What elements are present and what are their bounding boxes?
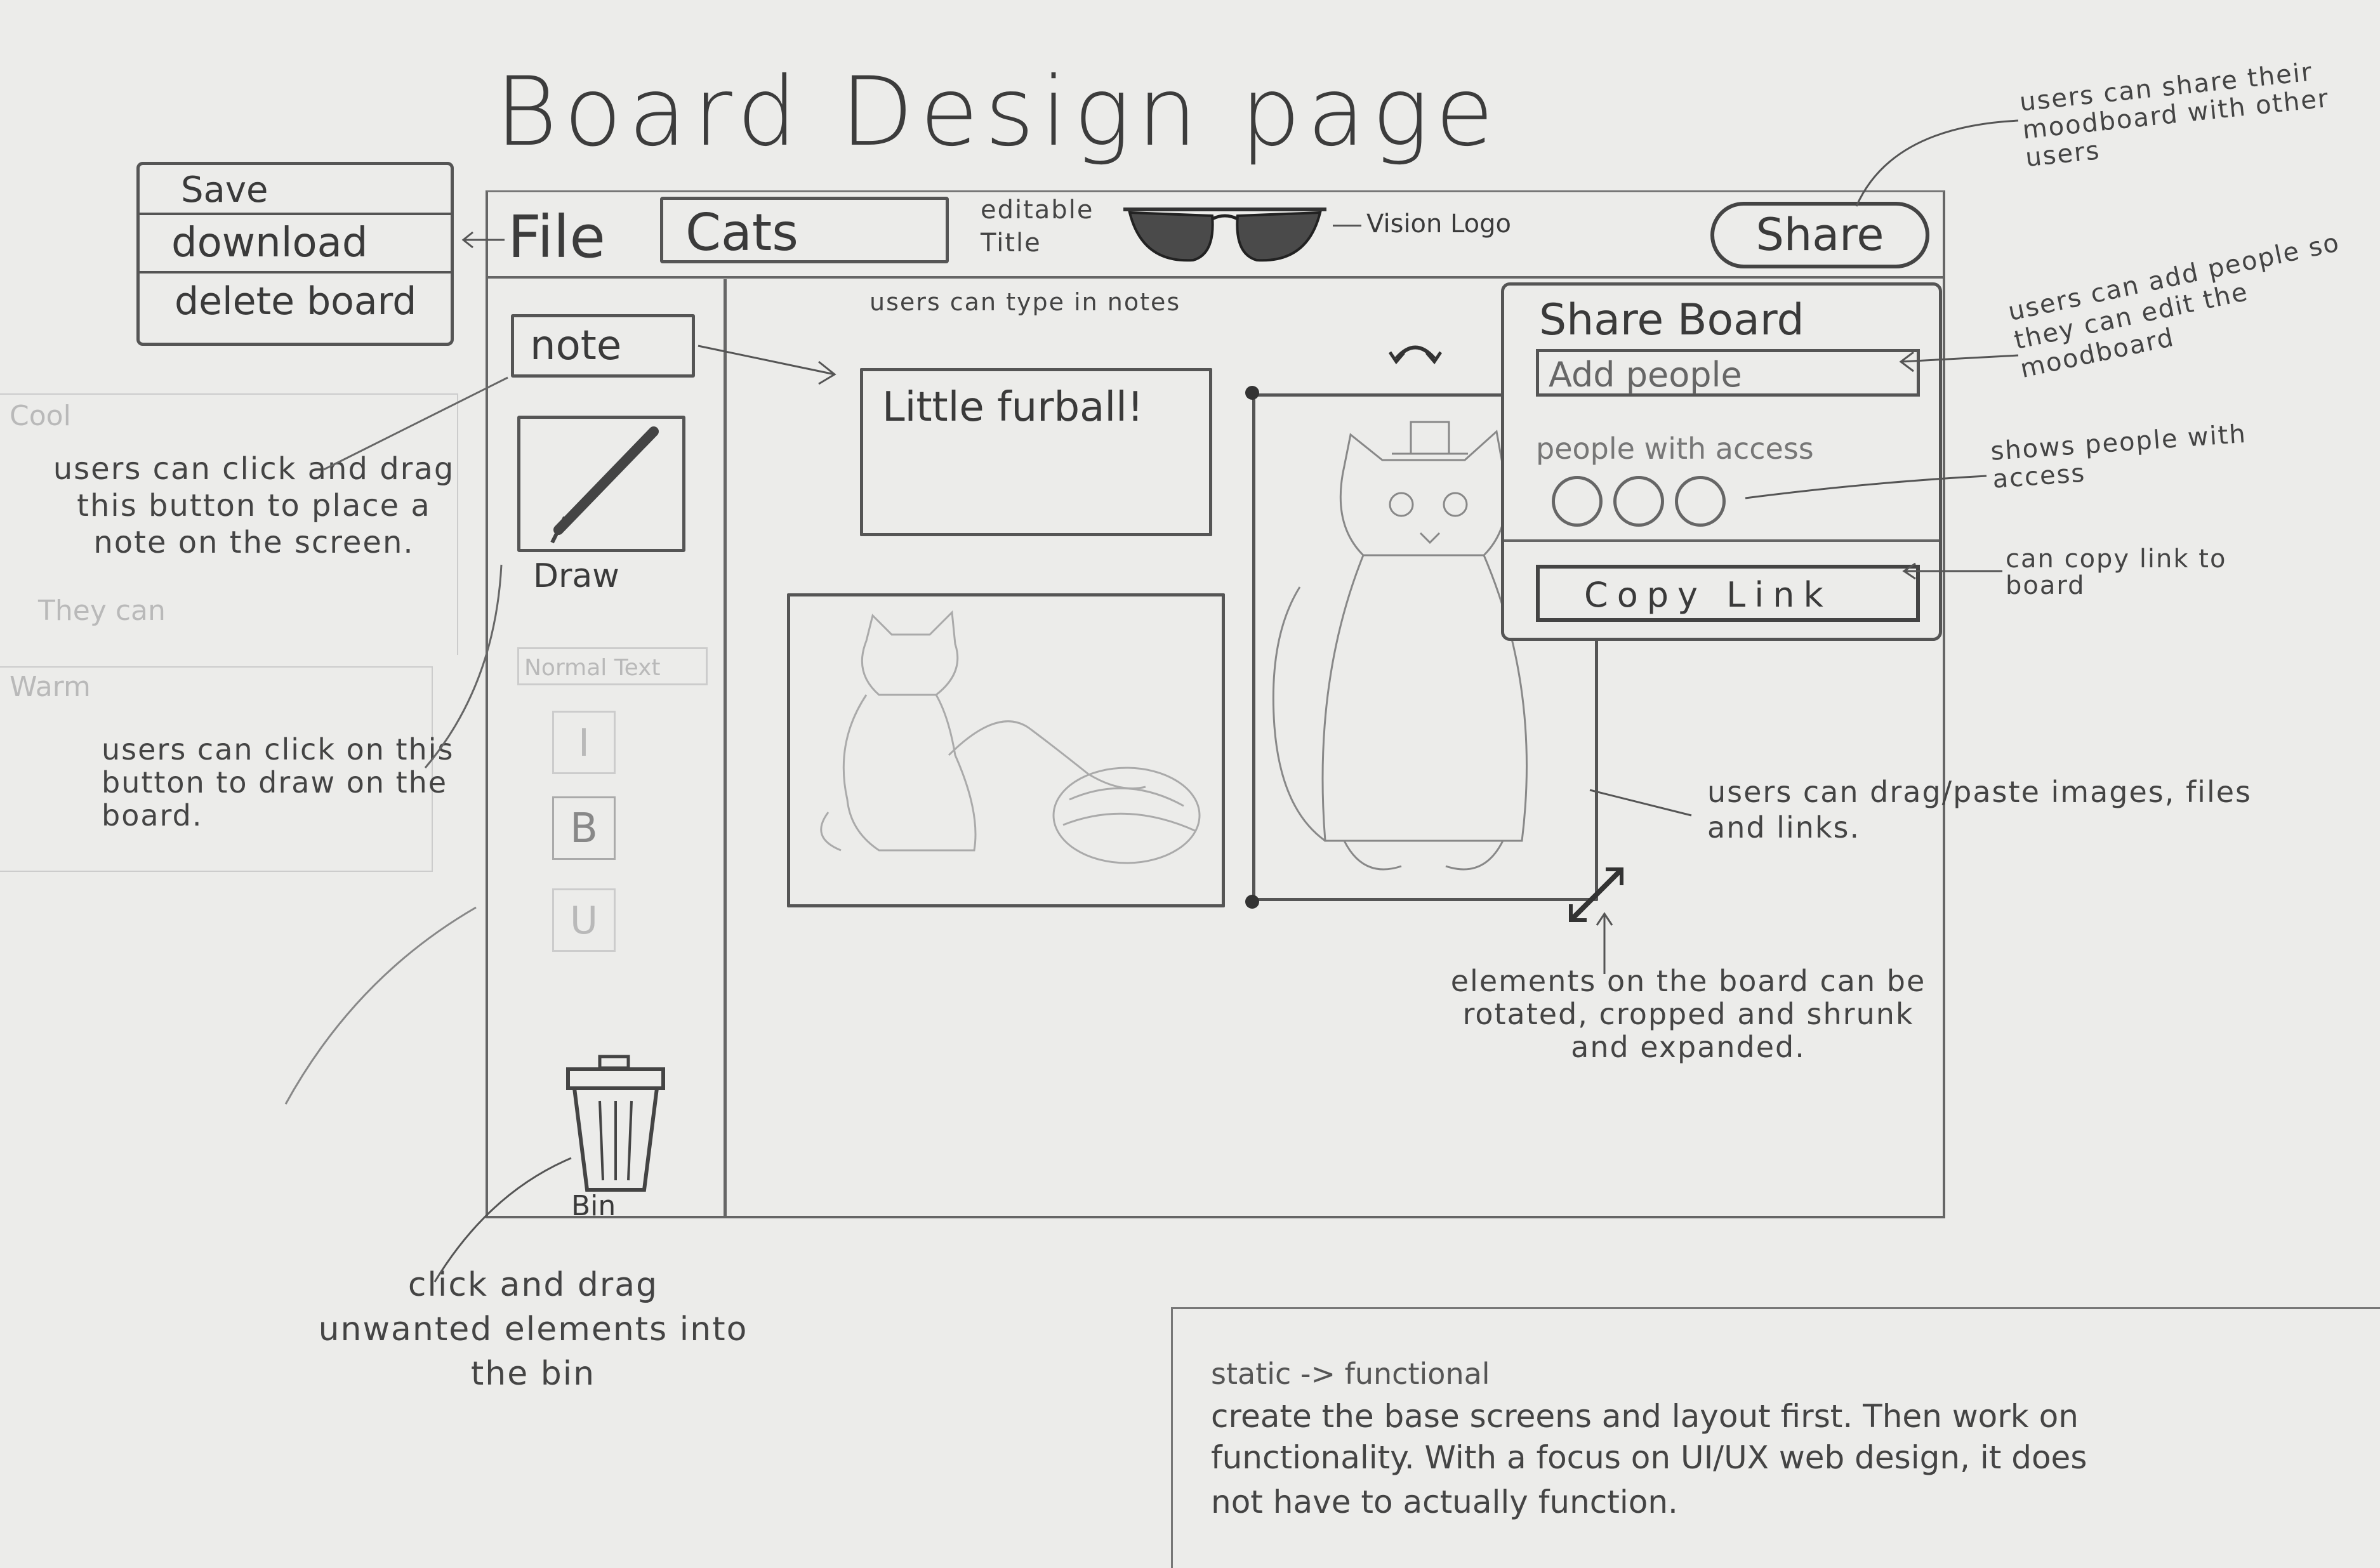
board-title-value: Cats xyxy=(685,203,798,262)
annotation-add-people-arrow xyxy=(1899,351,2019,372)
vision-logo-icon xyxy=(1123,208,1326,262)
annotation-shows-people-line xyxy=(1745,475,1987,499)
annotation-note-line xyxy=(323,376,508,471)
annotation-draw: users can click on this button to draw o… xyxy=(102,732,454,833)
cool-palette: Cool They can xyxy=(0,393,458,655)
annotation-add-people: users can add people so they can edit th… xyxy=(2006,228,2343,384)
avatar[interactable] xyxy=(1552,476,1603,527)
board-title-caption: editable Title xyxy=(981,195,1094,258)
add-people-input[interactable]: Add people xyxy=(1536,349,1920,397)
menu-item-delete-board[interactable]: delete board xyxy=(175,279,417,324)
warm-palette: Warm xyxy=(0,666,433,872)
cat-yarn-sketch xyxy=(820,610,1201,864)
page-title: Board Design page xyxy=(495,57,1500,168)
header-divider xyxy=(486,276,1945,279)
footer-note-line1: static -> functional xyxy=(1211,1357,1490,1391)
avatar[interactable] xyxy=(1675,476,1726,527)
annotation-sidebar-line xyxy=(284,906,477,1105)
canvas-note-text: Little furball! xyxy=(882,384,1144,431)
menu-item-download[interactable]: download xyxy=(140,215,451,273)
cool-palette-label: Cool xyxy=(10,400,71,432)
file-menu-button[interactable]: File xyxy=(508,203,605,271)
font-select[interactable]: Normal Text xyxy=(517,647,708,685)
copy-link-label: Copy Link xyxy=(1584,575,1832,615)
panel-divider xyxy=(1504,539,1939,542)
annotation-bin: click and drag unwanted elements into th… xyxy=(318,1266,748,1393)
italic-button[interactable]: I xyxy=(552,711,616,774)
warm-palette-label: Warm xyxy=(10,671,91,703)
file-menu-arrow xyxy=(461,231,505,249)
resize-handle-top-left[interactable] xyxy=(1245,386,1259,400)
annotation-share: users can share their moodboard with oth… xyxy=(2018,57,2331,173)
share-button[interactable]: Share xyxy=(1710,202,1929,268)
rotate-icon[interactable] xyxy=(1388,336,1443,368)
vision-logo-label: Vision Logo xyxy=(1366,209,1512,239)
footer-note-line4: not have to actually function. xyxy=(1211,1484,1678,1520)
share-board-panel: Share Board Add people people with acces… xyxy=(1501,282,1942,641)
annotation-resize-arrow xyxy=(1596,912,1613,974)
left-toolbar xyxy=(486,279,727,1218)
annotation-copy-link-arrow xyxy=(1902,562,2002,580)
people-with-access-label: people with access xyxy=(1536,432,1814,466)
menu-item-save[interactable]: Save xyxy=(140,165,451,215)
share-board-title: Share Board xyxy=(1539,295,1804,345)
annotation-draw-line xyxy=(424,564,503,768)
footer-note-box: static -> functional create the base scr… xyxy=(1171,1307,2380,1568)
people-avatars xyxy=(1552,476,1726,529)
annotation-note-drag: users can click and drag this button to … xyxy=(53,451,455,560)
bold-button[interactable]: B xyxy=(552,796,616,860)
footer-note-line3: functionality. With a focus on UI/UX web… xyxy=(1211,1439,2087,1476)
note-button[interactable]: note xyxy=(511,314,695,378)
underline-button[interactable]: U xyxy=(552,888,616,952)
bin-label: Bin xyxy=(571,1190,616,1222)
canvas-image-cat-hat[interactable] xyxy=(1252,393,1598,901)
note-caption: users can type in notes xyxy=(869,288,1181,316)
annotation-resize: elements on the board can be rotated, cr… xyxy=(1450,964,1926,1064)
footer-note-line2: create the base screens and layout first… xyxy=(1211,1398,2079,1435)
annotation-share-line xyxy=(1855,119,2019,207)
annotation-copy-link: can copy link to board xyxy=(2006,544,2227,600)
cool-palette-faint-text: They can xyxy=(38,595,166,627)
add-people-placeholder: Add people xyxy=(1549,355,1742,395)
note-button-label: note xyxy=(530,322,622,369)
avatar[interactable] xyxy=(1613,476,1665,527)
annotation-images: users can drag/paste images, files and l… xyxy=(1707,775,2252,845)
vision-logo-caption: Vision Logo xyxy=(1333,209,1511,239)
annotation-bin-line xyxy=(433,1157,572,1282)
board-title-input[interactable]: Cats xyxy=(660,197,949,263)
bin-icon[interactable] xyxy=(562,1053,670,1199)
share-button-label: Share xyxy=(1755,209,1884,261)
note-arrow xyxy=(697,345,836,385)
pencil-icon xyxy=(550,426,659,544)
copy-link-button[interactable]: Copy Link xyxy=(1536,565,1920,622)
main-frame xyxy=(486,190,1945,1218)
file-menu-dropdown: Save download delete board xyxy=(136,162,454,346)
annotation-images-line xyxy=(1589,789,1692,817)
resize-handle-bottom-left[interactable] xyxy=(1245,895,1259,909)
annotation-shows-people: shows people with access xyxy=(1989,419,2248,494)
resize-arrow-icon[interactable] xyxy=(1561,860,1631,930)
draw-button[interactable] xyxy=(517,416,685,552)
draw-label: Draw xyxy=(533,557,619,595)
canvas-note[interactable]: Little furball! xyxy=(860,368,1212,536)
canvas-image-cat-yarn[interactable] xyxy=(787,593,1225,907)
